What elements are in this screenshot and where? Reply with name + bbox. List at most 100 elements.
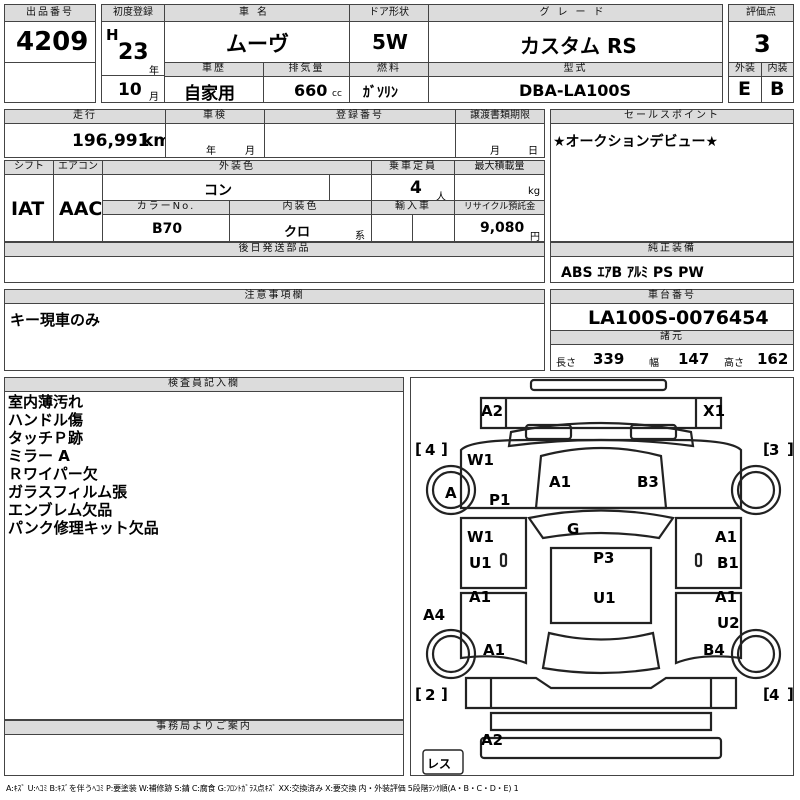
reg-no-header: 登録番号 bbox=[264, 109, 456, 124]
inspection-month-unit: 月 bbox=[245, 146, 255, 157]
mileage-header: 走行 bbox=[4, 109, 166, 124]
transfer-header: 譲渡書類期限 bbox=[455, 109, 545, 124]
int-color-unit: 系 bbox=[355, 231, 365, 242]
color-no-cell bbox=[102, 214, 230, 242]
tire-rl-bracket-close: ] bbox=[441, 685, 448, 703]
tire-fl-bracket-close: ] bbox=[441, 440, 448, 458]
lot-no-cell bbox=[4, 21, 96, 63]
max-load-cell bbox=[454, 174, 545, 201]
transfer-cell bbox=[455, 123, 545, 158]
code-tire-rl: 2 bbox=[425, 686, 435, 704]
score: 3 bbox=[754, 30, 771, 58]
code-roof: G bbox=[567, 520, 579, 538]
era: H bbox=[106, 26, 119, 44]
door-shape: 5W bbox=[372, 30, 408, 54]
model-header: 型式 bbox=[428, 62, 723, 77]
notes-header: 注意事項欄 bbox=[4, 289, 545, 304]
car-name: ムーヴ bbox=[226, 32, 289, 56]
displacement-unit: cc bbox=[332, 89, 342, 99]
code-tire-fl: 4 bbox=[425, 441, 435, 459]
car-diagram-svg: A2 X1 [ 4 ] [ 3 ] W1 A P1 A1 B3 G W1 U1 … bbox=[415, 378, 794, 775]
capacity: 4 bbox=[410, 178, 422, 198]
transfer-month-unit: 月 bbox=[490, 146, 500, 157]
shift-header: シフト bbox=[4, 160, 54, 175]
first-reg-cell bbox=[101, 21, 165, 76]
aircon: AAC bbox=[59, 198, 103, 220]
tire-fr-bracket-close: ] bbox=[787, 440, 794, 458]
car-name-header: 車名 bbox=[164, 4, 350, 22]
transfer-day-unit: 日 bbox=[528, 146, 538, 157]
lot-no-header: 出品番号 bbox=[4, 4, 96, 22]
shift: IAT bbox=[11, 198, 45, 220]
code-spare: レス bbox=[427, 757, 451, 771]
reg-month-unit: 月 bbox=[149, 92, 159, 103]
code-side-l: A4 bbox=[423, 606, 445, 624]
exterior-grade: E bbox=[738, 78, 751, 100]
max-load-unit: kg bbox=[528, 186, 541, 197]
sales-point: ★オークションデビュー★ bbox=[553, 134, 719, 150]
recycle-header: リサイクル預託金 bbox=[454, 200, 545, 215]
reg-year-unit: 年 bbox=[149, 66, 159, 77]
max-load-header: 最大積載量 bbox=[454, 160, 545, 175]
code-tire-fr: 3 bbox=[769, 441, 779, 459]
int-color-header: 内装色 bbox=[229, 200, 372, 215]
inspector-cell bbox=[4, 391, 404, 720]
interior-grade: B bbox=[770, 78, 785, 100]
inspector-list: 室内薄汚れ ハンドル傷 タッチＰ跡 ミラー A Ｒワイパー欠 ガラスフィルム張 … bbox=[8, 393, 159, 537]
exterior-cell bbox=[728, 76, 762, 103]
length-label: 長さ bbox=[556, 358, 576, 369]
import-header: 輸入車 bbox=[371, 200, 455, 215]
interior-cell bbox=[761, 76, 794, 103]
history-cell bbox=[164, 76, 264, 103]
code-wheel-fl: A bbox=[445, 484, 457, 502]
displacement: 660 bbox=[294, 81, 328, 100]
code-door-r-a: A1 bbox=[715, 528, 737, 546]
inspector-item: 室内薄汚れ bbox=[8, 393, 84, 411]
spec-cell bbox=[550, 344, 794, 371]
fuel-header: 燃料 bbox=[349, 62, 429, 77]
inspector-item: パンク修理キット欠品 bbox=[8, 519, 159, 537]
ext-color-cell-b bbox=[329, 174, 372, 201]
office-cell bbox=[4, 734, 404, 776]
code-front-left: A2 bbox=[481, 402, 503, 420]
tire-rr-bracket-close: ] bbox=[787, 685, 794, 703]
code-rear-r: B4 bbox=[703, 641, 725, 659]
inspection-header: 車検 bbox=[165, 109, 265, 124]
score-header: 評価点 bbox=[728, 4, 794, 22]
fuel-cell bbox=[349, 76, 429, 103]
capacity-header: 乗車定員 bbox=[371, 160, 455, 175]
mileage-unit: km bbox=[142, 131, 172, 151]
inspector-item: ハンドル傷 bbox=[8, 411, 84, 429]
grade-cell bbox=[428, 21, 723, 63]
recycle-cell bbox=[454, 214, 545, 242]
code-hood-left: A1 bbox=[549, 473, 571, 491]
length: 339 bbox=[593, 350, 625, 368]
code-rear-l: A1 bbox=[483, 641, 505, 659]
color-no-header: カラーNo. bbox=[102, 200, 230, 215]
sales-point-cell bbox=[550, 123, 794, 242]
capacity-cell bbox=[371, 174, 455, 201]
notes-text: キー現車のみ bbox=[10, 311, 101, 329]
tire-fr-bracket: [ bbox=[763, 440, 770, 458]
inspector-header: 検査員記入欄 bbox=[4, 377, 404, 392]
code-fender-l: W1 bbox=[467, 451, 494, 469]
capacity-unit: 人 bbox=[436, 192, 446, 203]
code-roof-p: P3 bbox=[593, 549, 614, 567]
inspection-cell bbox=[165, 123, 265, 158]
equipment-header: 純正装備 bbox=[550, 242, 794, 257]
lot-no-blank bbox=[4, 62, 96, 103]
office-header: 事務局よりご案内 bbox=[4, 720, 404, 735]
code-quarter-l: A1 bbox=[469, 588, 491, 606]
inspector-item: エンブレム欠品 bbox=[8, 501, 113, 519]
car-name-cell bbox=[164, 21, 350, 63]
sales-point-header: セールスポイント bbox=[550, 109, 794, 124]
code-center-u: U1 bbox=[593, 589, 616, 607]
door-header: ドア形状 bbox=[349, 4, 429, 22]
legend: A:ｷｽﾞ U:ﾍｺﾐ B:ｷｽﾞを伴うﾍｺﾐ P:要塗装 W:補修跡 S:錆 … bbox=[6, 784, 519, 793]
lot-no: 4209 bbox=[16, 27, 89, 57]
model: DBA-LA100S bbox=[519, 81, 631, 100]
code-tire-rr: 4 bbox=[769, 686, 779, 704]
mileage: 196,991 bbox=[72, 131, 150, 151]
later-parts-header: 後日発送部品 bbox=[4, 242, 545, 257]
tire-rr-bracket: [ bbox=[763, 685, 770, 703]
